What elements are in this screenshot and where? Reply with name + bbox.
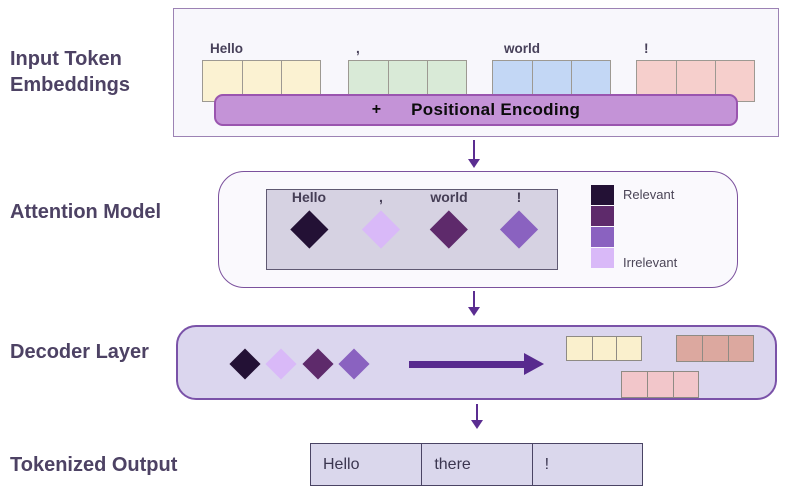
section-label-attention-model: Attention Model [10,201,162,223]
token-label: world [504,41,540,56]
legend-swatch-dark [591,206,614,226]
section-label-input-token-embeddings: Input Token Embeddings [10,48,131,96]
token-label: ! [516,189,522,205]
token-label: ! [644,41,649,56]
attention-diamond-icon [429,210,469,249]
right-arrow-icon [409,353,544,375]
attention-token-world: world [429,189,469,249]
input-embeddings-box: Hello , world ! + Positional Encoding [173,8,779,137]
output-cell: ! [531,444,642,485]
token-group-exclaim: ! [636,41,755,102]
decoder-diamond-icon [229,348,261,380]
legend-swatch-darkest [591,185,614,205]
output-cell: Hello [323,455,360,473]
attention-token-exclaim: ! [499,189,539,249]
decoder-diamond-icon [265,348,297,380]
attention-diamond-icon [289,210,329,249]
decoder-diamond-icon [338,348,370,380]
down-arrow-icon [468,140,480,168]
section-label-tokenized-output: Tokenized Output [10,454,178,476]
token-label: world [430,189,468,205]
decoder-diamond-icon [302,348,334,380]
attention-diamond-icon [361,210,401,249]
decoder-cells-yellow [566,336,642,361]
decoder-cells-pink [621,371,699,398]
decoder-cells-salmon [676,335,754,362]
token-group-hello: Hello [202,41,321,102]
legend-label-relevant: Relevant [623,187,675,202]
attention-model-box: Hello , world ! Relevant Irrelevant [218,171,738,288]
decoder-layer-box [176,325,777,400]
down-arrow-icon [471,404,483,429]
legend-swatch-medium [591,227,614,247]
token-group-comma: , [348,41,467,102]
section-label-decoder-layer: Decoder Layer [10,341,149,363]
token-group-world: world [492,41,611,102]
attention-token-comma: , [361,189,401,249]
down-arrow-icon [468,291,480,316]
legend-swatch-light [591,248,614,268]
token-label: Hello [291,189,327,205]
positional-encoding-bar: + Positional Encoding [214,94,738,126]
attention-token-hello: Hello [289,189,329,249]
token-label: , [379,189,383,205]
attention-diamond-icon [499,210,539,249]
token-label: Hello [210,41,244,56]
output-cell: there [421,444,531,485]
token-label: , [356,41,360,56]
plus-sign: + [371,101,382,118]
tokenized-output-table: Hello there ! [310,443,643,486]
legend-label-irrelevant: Irrelevant [623,255,678,270]
positional-encoding-label: Positional Encoding [411,100,581,119]
